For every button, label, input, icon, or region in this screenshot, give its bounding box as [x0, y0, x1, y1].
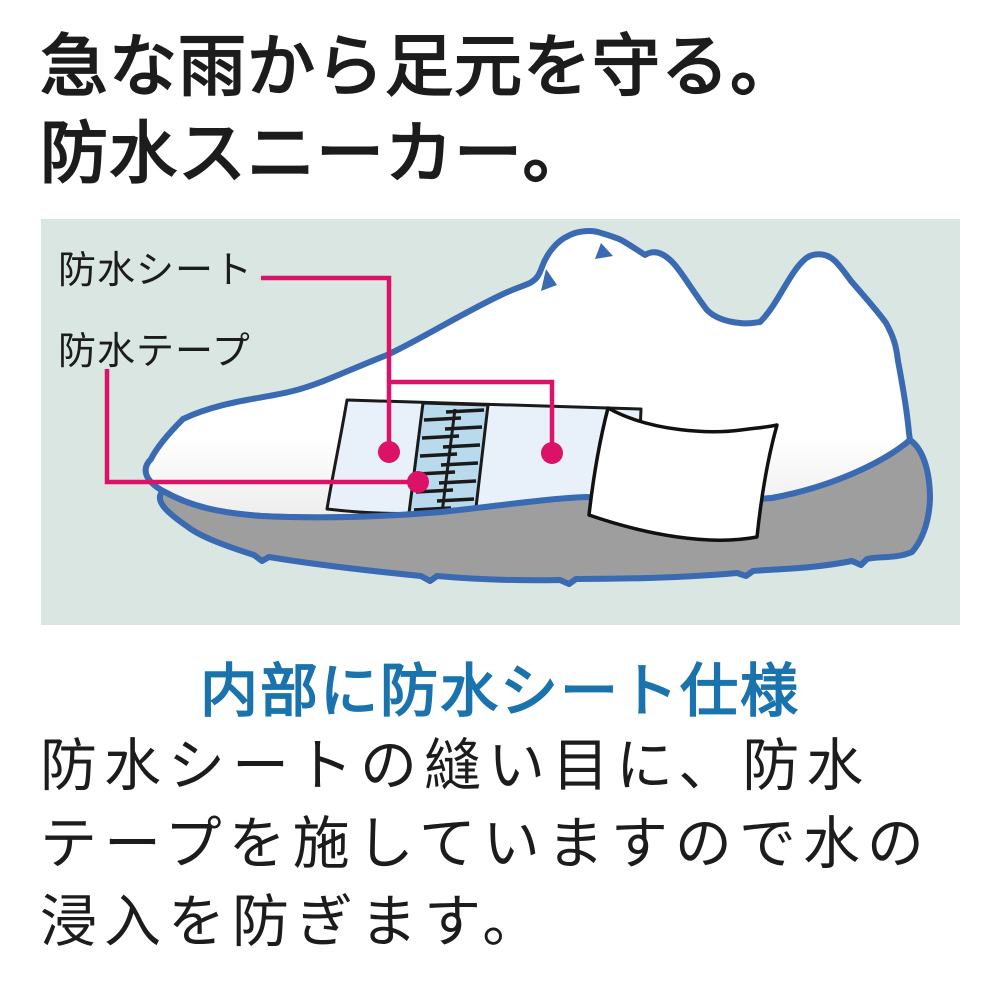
headline: 急な雨から足元を守る。 防水スニーカー。 — [40, 24, 799, 198]
leader-dot-sheet-left — [378, 441, 400, 463]
lace-detail-icon — [541, 243, 613, 291]
leader-line-sheet — [261, 275, 555, 453]
stitch-bars-icon — [413, 408, 485, 517]
leader-line-tape — [104, 369, 418, 485]
body-text: 防水シートの縫い目に、防水 テープを施していますので水の 浸入を防ぎます。 — [40, 727, 931, 961]
shoe-sole — [157, 437, 933, 587]
label-waterproof-tape: 防水テープ — [58, 331, 251, 373]
headline-line-1: 急な雨から足元を守る。 — [40, 29, 800, 105]
diagram-panel: 防水シート 防水テープ — [41, 219, 960, 625]
leader-dot-sheet-right — [541, 442, 563, 464]
label-waterproof-sheet: 防水シート — [58, 250, 254, 292]
leader-dot-tape — [407, 471, 429, 493]
subheading: 内部に防水シート仕様 — [199, 659, 800, 724]
headline-line-2: 防水スニーカー。 — [40, 116, 592, 192]
body-line-1: 防水シートの縫い目に、防水 — [40, 734, 871, 798]
sneaker-cutaway-icon — [104, 228, 933, 587]
lining-flap — [587, 406, 779, 542]
body-line-3: 浸入を防ぎます。 — [40, 890, 547, 954]
seam-stitch-icon — [440, 408, 457, 514]
body-line-2: テープを施していますので水の — [40, 812, 931, 876]
